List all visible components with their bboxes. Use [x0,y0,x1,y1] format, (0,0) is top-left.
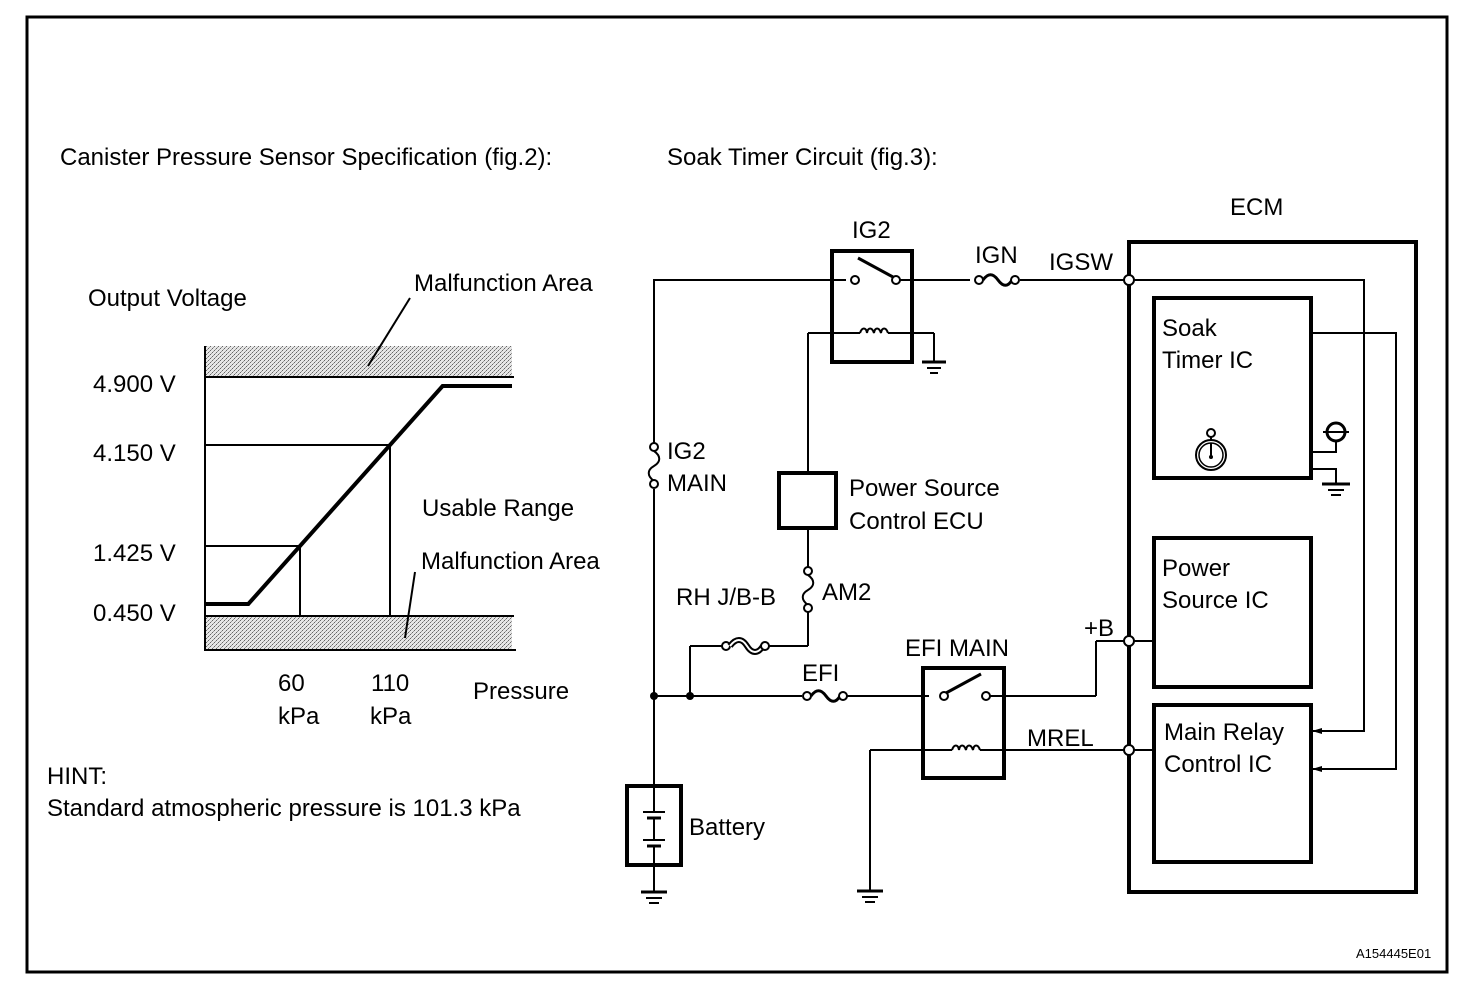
ground-icon [857,889,883,903]
main-relay-ic-label: Main Relay [1164,719,1284,746]
x-axis-label: Pressure [473,678,569,705]
junction-dot [650,692,658,700]
ecm-box [1127,240,1418,894]
rh-jb-fusible-link [721,637,770,655]
figure-id: A154445E01 [1356,946,1431,961]
power-source-control-ecu [777,471,838,530]
soak-power-wire [1311,441,1337,453]
malfunction-top-leader [367,297,411,367]
ign-fuse [970,272,1020,288]
igsw-terminal [1123,274,1135,286]
soak-timer-label: Timer IC [1162,347,1253,374]
usable-range-label: Usable Range [422,495,574,522]
plus-b-terminal [1123,635,1135,647]
main-relay-ic-label: Control IC [1164,751,1272,778]
efi-fuse [802,689,848,703]
y-tick-label: 4.150 V [93,440,176,467]
malfunction-area-bottom [205,617,512,650]
soak-timer-label: Soak [1162,315,1218,342]
power-source-ic-label: Source IC [1162,587,1269,614]
x-tick-unit: kPa [370,703,412,730]
power-source-ic-label: Power [1162,555,1230,582]
am2-fuse-label: AM2 [822,579,871,606]
y-axis-label: Output Voltage [88,285,247,312]
power-source-ecu-label: Control ECU [849,508,984,535]
x-tick-unit: kPa [278,703,320,730]
y-tick-label: 4.900 V [93,371,176,398]
x-tick-value: 60 [278,670,305,697]
malfunction-bottom-leader [404,571,416,639]
malfunction-top-label: Malfunction Area [414,270,593,297]
y-tick-label: 1.425 V [93,540,176,567]
ground-icon [922,360,946,374]
ig2-relay-label: IG2 [852,217,891,244]
sensor-output-line [205,384,512,606]
rh-jb-label: RH J/B-B [676,584,776,611]
main-relay-control-ic [1152,703,1313,864]
mrel-terminal [1123,744,1135,756]
outer-frame [25,15,1449,974]
junction-dot [686,692,694,700]
battery-label: Battery [689,814,765,841]
mrel-label: MREL [1027,725,1094,752]
power-supply-icon [1323,421,1349,443]
malfunction-bottom-label: Malfunction Area [421,548,600,575]
battery [625,784,683,867]
x-tick-value: 110 [371,670,409,697]
right-panel-title: Soak Timer Circuit (fig.3): [667,144,938,171]
ig2-main-label: IG2 [667,438,706,465]
ground-icon [1322,482,1350,496]
hint-title: HINT: [47,763,107,790]
am2-fuse [801,566,815,613]
ecm-label: ECM [1230,194,1283,221]
igsw-internal-wire [1134,279,1365,734]
efi-main-relay [870,640,1125,780]
y-tick-label: 0.450 V [93,600,176,627]
soak-ground-wire [1311,468,1337,483]
igsw-label: IGSW [1049,249,1113,276]
sensor-chart: Malfunction Area Usable Range Malfunctio… [93,270,600,730]
ig2-main-fuse [647,442,661,489]
malfunction-area-top [205,346,512,377]
ground-icon [641,890,667,904]
hint-text: Standard atmospheric pressure is 101.3 k… [47,795,521,822]
efi-fuse-label: EFI [802,660,839,687]
power-source-ic [1152,536,1313,689]
ig2-main-label: MAIN [667,470,727,497]
soak-timer-ic [1152,296,1313,480]
plus-b-label: +B [1084,615,1114,642]
main-bus-wire [653,279,846,784]
left-panel-title: Canister Pressure Sensor Specification (… [60,144,552,171]
stopwatch-icon [1195,428,1227,471]
ign-fuse-label: IGN [975,242,1018,269]
efi-main-relay-label: EFI MAIN [905,635,1009,662]
power-source-ecu-label: Power Source [849,475,1000,502]
soak-timer-output-wire [1311,332,1397,772]
